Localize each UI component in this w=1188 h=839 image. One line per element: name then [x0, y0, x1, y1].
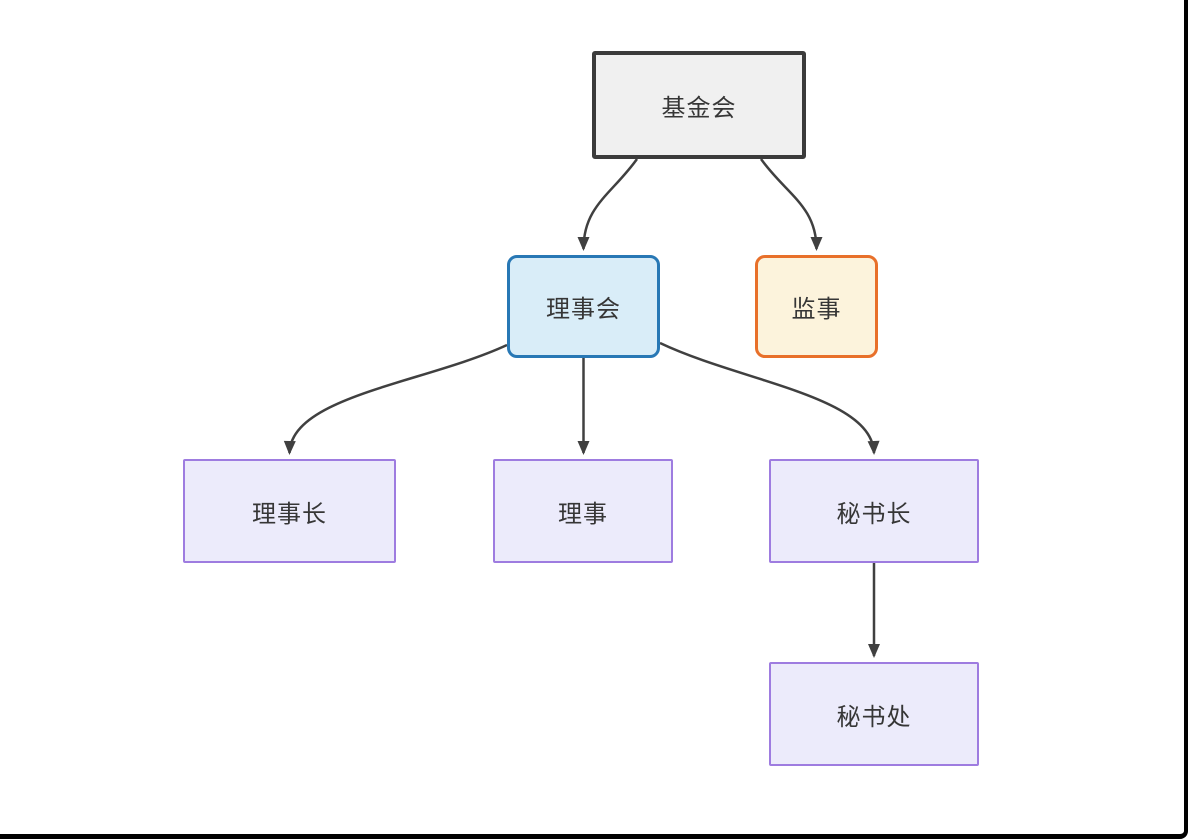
- edge-foundation-supervisor: [759, 158, 823, 251]
- edge-board-chairman: [283, 343, 508, 455]
- edge-foundation-board: [577, 158, 639, 251]
- node-secretary-general: 秘书长: [769, 459, 979, 563]
- node-director: 理事: [493, 459, 673, 563]
- node-secretariat: 秘书处: [769, 662, 979, 766]
- node-foundation: 基金会: [592, 51, 806, 159]
- node-supervisor-label: 监事: [791, 296, 842, 323]
- node-chairman: 理事长: [183, 459, 396, 563]
- node-chairman-label: 理事长: [252, 500, 327, 528]
- node-board: 理事会: [507, 255, 660, 358]
- node-supervisor: 监事: [755, 255, 878, 358]
- node-board-label: 理事会: [546, 296, 621, 323]
- node-foundation-label: 基金会: [661, 94, 737, 122]
- node-secretariat-label: 秘书处: [836, 703, 912, 731]
- node-director-label: 理事: [558, 500, 608, 528]
- edge-board-secretary-general: [659, 341, 880, 455]
- node-secretary-general-label: 秘书长: [836, 500, 912, 528]
